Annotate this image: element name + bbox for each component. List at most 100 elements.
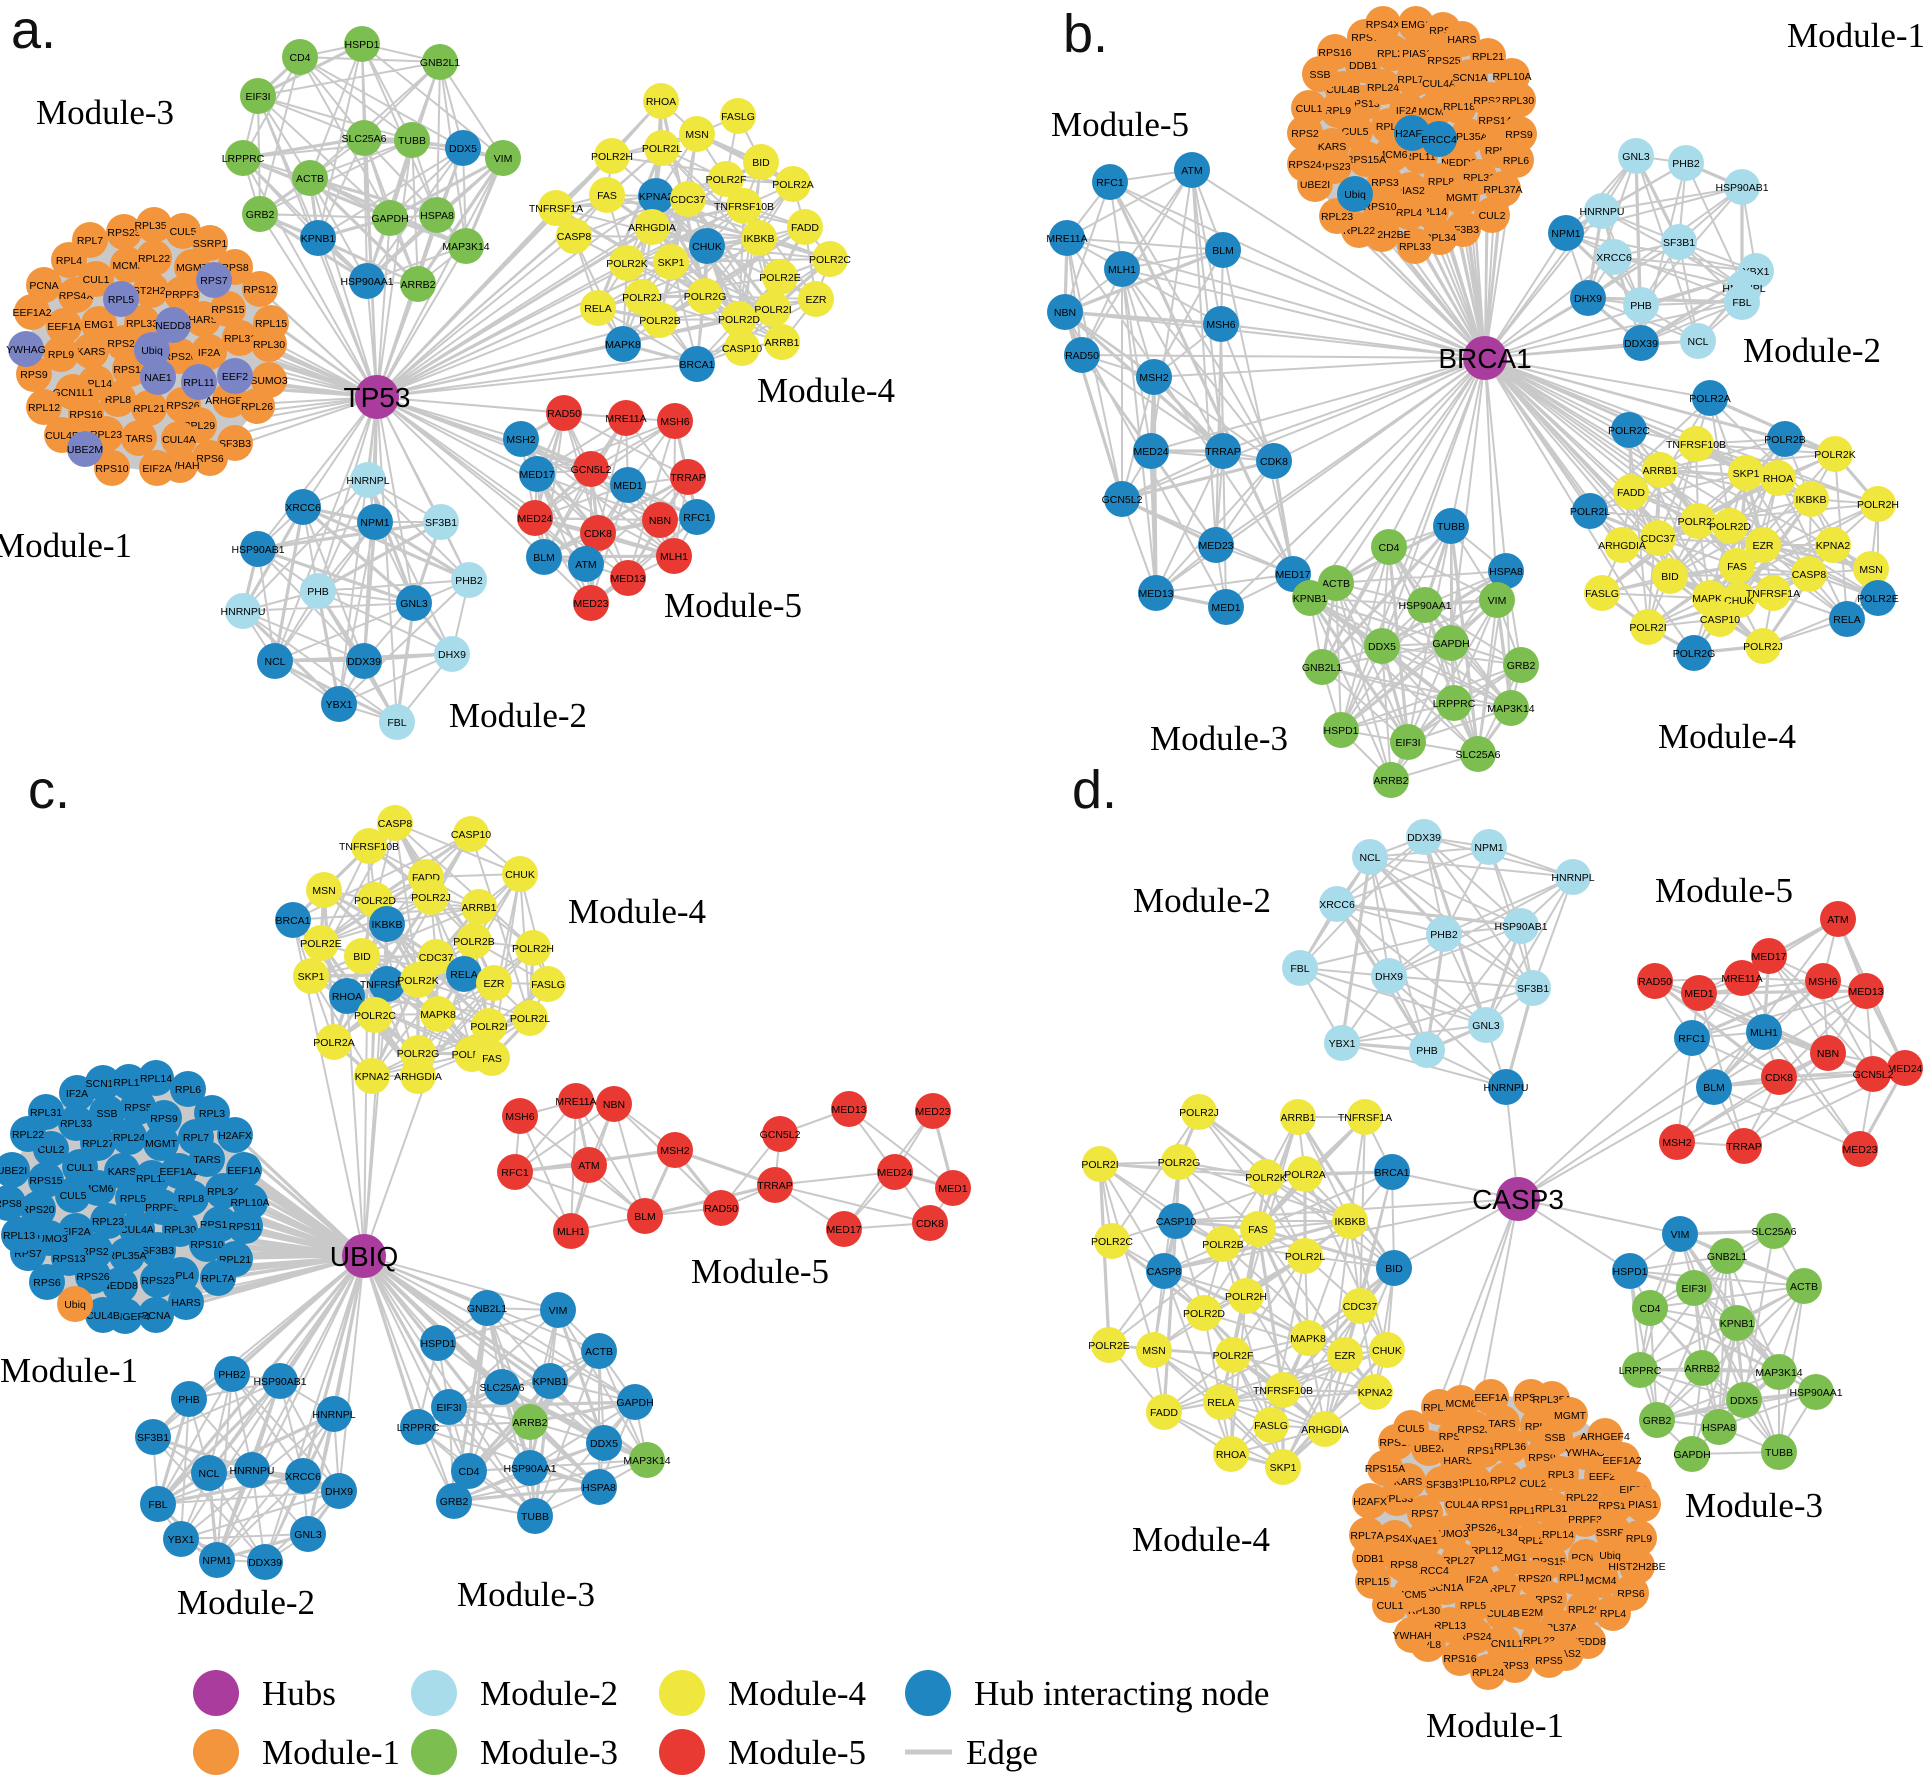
svg-text:RPS14: RPS14 xyxy=(113,364,146,376)
svg-text:TNFRSF1A: TNFRSF1A xyxy=(1338,1112,1392,1124)
svg-text:KARS: KARS xyxy=(77,346,106,358)
svg-text:RPS9: RPS9 xyxy=(20,369,48,381)
svg-text:RPL26: RPL26 xyxy=(1490,1475,1522,1487)
svg-text:RPL36: RPL36 xyxy=(1494,1441,1526,1453)
svg-text:RPL35A: RPL35A xyxy=(134,220,173,232)
svg-text:Edge: Edge xyxy=(966,1733,1038,1772)
svg-text:c.: c. xyxy=(28,760,70,820)
svg-text:RPL33: RPL33 xyxy=(1399,241,1431,253)
svg-text:GRB2: GRB2 xyxy=(1507,660,1536,672)
svg-text:RPL24: RPL24 xyxy=(1367,82,1399,94)
svg-text:MED1: MED1 xyxy=(938,1183,967,1195)
svg-text:RPL4: RPL4 xyxy=(1600,1608,1626,1620)
svg-text:RPL10A: RPL10A xyxy=(1454,1477,1493,1489)
svg-text:HARS: HARS xyxy=(1447,34,1476,46)
svg-text:RPS24: RPS24 xyxy=(1288,159,1321,171)
svg-text:DDX5: DDX5 xyxy=(449,143,477,155)
svg-text:EEF1A2: EEF1A2 xyxy=(159,1166,198,1178)
svg-text:RPL9: RPL9 xyxy=(1626,1533,1652,1545)
svg-text:Module-2: Module-2 xyxy=(480,1674,618,1713)
svg-text:RPS10: RPS10 xyxy=(190,1239,223,1251)
svg-text:RPS4X: RPS4X xyxy=(1366,19,1400,31)
svg-text:KPNB1: KPNB1 xyxy=(301,233,336,245)
svg-text:MRE11A: MRE11A xyxy=(1046,233,1087,245)
svg-text:RPL10A: RPL10A xyxy=(230,1197,269,1209)
svg-text:LRPPRC: LRPPRC xyxy=(397,1422,440,1434)
svg-text:FAS: FAS xyxy=(1727,561,1747,573)
svg-text:RPL27: RPL27 xyxy=(82,1138,114,1150)
svg-text:RPL34: RPL34 xyxy=(207,1186,239,1198)
svg-text:GCN1L1: GCN1L1 xyxy=(53,387,94,399)
svg-text:IKBKB: IKBKB xyxy=(1796,494,1827,506)
svg-text:SLC25A6: SLC25A6 xyxy=(480,1382,525,1394)
svg-text:MSN: MSN xyxy=(312,885,335,897)
svg-text:IF2A: IF2A xyxy=(66,1088,88,1100)
svg-text:RAD50: RAD50 xyxy=(547,408,581,420)
svg-text:RPS23: RPS23 xyxy=(141,1275,174,1287)
svg-text:TARS: TARS xyxy=(1488,1418,1515,1430)
svg-text:MED13: MED13 xyxy=(1138,588,1173,600)
svg-text:TRRAP: TRRAP xyxy=(757,1180,793,1192)
svg-text:RPL21: RPL21 xyxy=(1472,51,1504,63)
svg-text:a.: a. xyxy=(11,0,56,60)
svg-text:RPL8: RPL8 xyxy=(105,394,131,406)
svg-text:Module-4: Module-4 xyxy=(568,892,706,931)
svg-text:TP53: TP53 xyxy=(344,382,411,413)
svg-text:MED17: MED17 xyxy=(1275,569,1310,581)
svg-text:CASP3: CASP3 xyxy=(1472,1184,1564,1215)
svg-text:CASP8: CASP8 xyxy=(378,818,413,830)
svg-text:PCNA: PCNA xyxy=(29,280,58,292)
svg-text:RELA: RELA xyxy=(1833,614,1860,626)
svg-text:RPS24: RPS24 xyxy=(1458,1631,1491,1643)
svg-text:CHUK: CHUK xyxy=(1724,595,1754,607)
svg-text:UBE2I: UBE2I xyxy=(1300,179,1330,191)
svg-text:CASP10: CASP10 xyxy=(451,829,491,841)
svg-text:PCNA: PCNA xyxy=(141,1310,170,1322)
svg-text:BID: BID xyxy=(752,157,770,169)
svg-text:SLC25A6: SLC25A6 xyxy=(1752,1226,1797,1238)
svg-text:POLR2D: POLR2D xyxy=(1709,521,1751,533)
svg-text:CASP10: CASP10 xyxy=(1700,614,1740,626)
svg-text:MED23: MED23 xyxy=(573,598,608,610)
svg-text:b.: b. xyxy=(1063,4,1108,64)
svg-text:SF3B1: SF3B1 xyxy=(1663,237,1695,249)
svg-text:TNFRSF1A: TNFRSF1A xyxy=(529,203,583,215)
svg-text:CUL4A: CUL4A xyxy=(1422,78,1456,90)
svg-text:GCN5L2: GCN5L2 xyxy=(1853,1069,1894,1081)
svg-text:RPL5: RPL5 xyxy=(108,294,134,306)
svg-text:CUL5: CUL5 xyxy=(60,1190,87,1202)
svg-text:XRCC6: XRCC6 xyxy=(285,502,321,514)
svg-text:PRPF3: PRPF3 xyxy=(165,289,199,301)
svg-text:NAE1: NAE1 xyxy=(1410,1535,1438,1547)
svg-text:DDX39: DDX39 xyxy=(1624,338,1658,350)
svg-text:MLH1: MLH1 xyxy=(660,551,688,563)
svg-text:RPL11: RPL11 xyxy=(113,1077,144,1089)
svg-text:NAE1: NAE1 xyxy=(144,372,172,384)
svg-text:SF3B3: SF3B3 xyxy=(1426,1479,1458,1491)
svg-text:RPL19: RPL19 xyxy=(136,1173,168,1185)
svg-text:PIAS1: PIAS1 xyxy=(1402,48,1432,60)
svg-text:Module-4: Module-4 xyxy=(1658,717,1796,756)
svg-text:RPS23: RPS23 xyxy=(107,227,140,239)
svg-text:RPS2: RPS2 xyxy=(81,1246,109,1258)
svg-text:RPL30: RPL30 xyxy=(253,339,285,351)
svg-text:EZR: EZR xyxy=(484,978,505,990)
svg-text:TUBB: TUBB xyxy=(1437,521,1465,533)
svg-text:POLR2F: POLR2F xyxy=(706,174,747,186)
svg-text:RPL4: RPL4 xyxy=(1396,207,1422,219)
svg-text:RPS16: RPS16 xyxy=(1318,47,1351,59)
svg-text:CUL1: CUL1 xyxy=(1296,103,1323,115)
svg-text:PHB: PHB xyxy=(307,586,329,598)
svg-text:RPS9: RPS9 xyxy=(150,1113,178,1125)
svg-text:EIF3I: EIF3I xyxy=(436,1402,461,1414)
svg-text:RPS15A: RPS15A xyxy=(1365,1463,1405,1475)
svg-text:HNRNPU: HNRNPU xyxy=(1580,206,1625,218)
svg-text:MED17: MED17 xyxy=(826,1224,861,1236)
svg-text:RPL15: RPL15 xyxy=(255,318,287,330)
svg-text:ARRB2: ARRB2 xyxy=(400,279,435,291)
svg-text:MCM4: MCM4 xyxy=(1586,1575,1617,1587)
svg-text:MED13: MED13 xyxy=(831,1104,866,1116)
svg-text:RPL37A: RPL37A xyxy=(1483,184,1522,196)
svg-text:GAPDH: GAPDH xyxy=(371,213,408,225)
svg-text:CDK8: CDK8 xyxy=(1260,456,1288,468)
